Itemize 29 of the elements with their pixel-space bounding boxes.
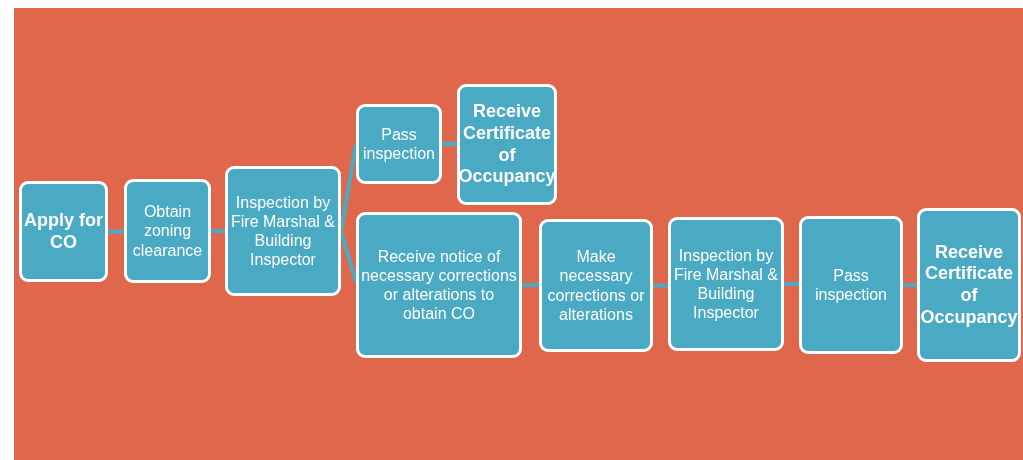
connector-line [903, 283, 917, 287]
connector-line [339, 143, 358, 232]
process-box [124, 179, 211, 283]
step-text: Receive Certificate of Occupancy [920, 241, 1018, 329]
step-text: Receive Certificate of Occupancy [458, 101, 556, 188]
connector-line [108, 229, 124, 234]
process-box [799, 216, 903, 354]
connector-line [211, 229, 225, 233]
step-text: Pass inspection [813, 265, 888, 305]
process-box [356, 104, 442, 184]
connector-line [339, 230, 358, 283]
process-box [539, 219, 653, 352]
step-text: Receive notice of necessary corrections or alterations to obtain CO [361, 246, 517, 324]
step-text: Make necessary corrections or alterations [546, 247, 646, 324]
step-text: Pass inspection [361, 124, 436, 164]
connector-line [653, 283, 668, 288]
step-text: Inspection by Fire Marshal & Building Inspector [673, 245, 779, 323]
process-box [356, 212, 522, 358]
process-box [668, 217, 784, 351]
process-box [917, 208, 1021, 362]
process-box [225, 166, 341, 296]
step-text: Apply for CO [24, 209, 103, 254]
process-box [457, 84, 557, 205]
connector-line [522, 283, 539, 287]
connector-line [784, 282, 799, 286]
step-text: Obtain zoning clearance [131, 202, 204, 260]
process-box [19, 181, 108, 282]
step-text: Inspection by Fire Marshal & Building Inspector [230, 192, 336, 270]
connector-line [442, 142, 457, 146]
